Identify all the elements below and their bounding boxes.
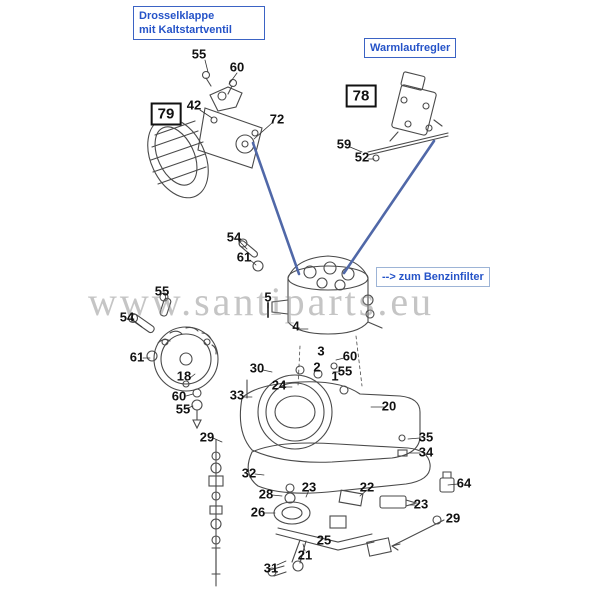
label-throttle-line2: mit Kaltstartventil (139, 24, 232, 36)
part-number-4: 4 (292, 318, 300, 334)
part-number-24: 24 (271, 377, 287, 393)
part-number-79: 79 (150, 102, 182, 126)
part-number-30: 30 (249, 360, 265, 376)
part-number-1: 1 (331, 368, 339, 384)
part-number-55: 55 (337, 363, 353, 379)
part-number-23: 23 (413, 496, 429, 512)
part-number-21: 21 (297, 547, 313, 563)
part-number-34: 34 (418, 444, 434, 460)
part-number-3: 3 (317, 343, 325, 359)
part-number-25: 25 (316, 532, 332, 548)
part-number-23: 23 (301, 479, 317, 495)
part-number-60: 60 (229, 59, 245, 75)
part-number-28: 28 (258, 486, 274, 502)
label-to-fuel-filter: --> zum Benzinfilter (376, 267, 490, 287)
part-number-64: 64 (456, 475, 472, 491)
part-number-60: 60 (171, 388, 187, 404)
label-throttle-line1: Drosselklappe (139, 10, 215, 22)
part-number-26: 26 (250, 504, 266, 520)
part-number-55: 55 (191, 46, 207, 62)
part-number-54: 54 (226, 229, 242, 245)
gasket-outline (247, 442, 431, 494)
bottom-bracket-drawing (267, 483, 375, 577)
part-number-29: 29 (199, 429, 215, 445)
part-number-55: 55 (175, 401, 191, 417)
part-number-18: 18 (176, 368, 192, 384)
part-number-72: 72 (269, 111, 285, 127)
air-housing-drawing (239, 374, 421, 463)
part-number-32: 32 (241, 465, 257, 481)
part-number-61: 61 (236, 249, 252, 265)
part-number-59: 59 (336, 136, 352, 152)
label-throttle-valve: Drosselklappe mit Kaltstartventil (133, 6, 265, 40)
part-number-5: 5 (264, 289, 272, 305)
part-number-31: 31 (263, 560, 279, 576)
part-number-78: 78 (345, 84, 377, 108)
part-number-35: 35 (418, 429, 434, 445)
part-number-2: 2 (313, 359, 321, 375)
part-number-29: 29 (445, 510, 461, 526)
left-column-fasteners-drawing (208, 439, 224, 587)
throttle-body-drawing (147, 70, 263, 199)
part-number-55: 55 (154, 283, 170, 299)
part-number-61: 61 (129, 349, 145, 365)
part-number-20: 20 (381, 398, 397, 414)
part-number-60: 60 (342, 348, 358, 364)
part-number-33: 33 (229, 387, 245, 403)
part-number-22: 22 (359, 479, 375, 495)
part-number-42: 42 (186, 97, 202, 113)
leader-lines (132, 59, 459, 566)
part-number-54: 54 (119, 309, 135, 325)
part-number-52: 52 (354, 149, 370, 165)
warmup-regulator-drawing (367, 71, 449, 162)
blue-connector-lines (251, 139, 436, 276)
label-warmup-regulator: Warmlaufregler (364, 38, 457, 58)
